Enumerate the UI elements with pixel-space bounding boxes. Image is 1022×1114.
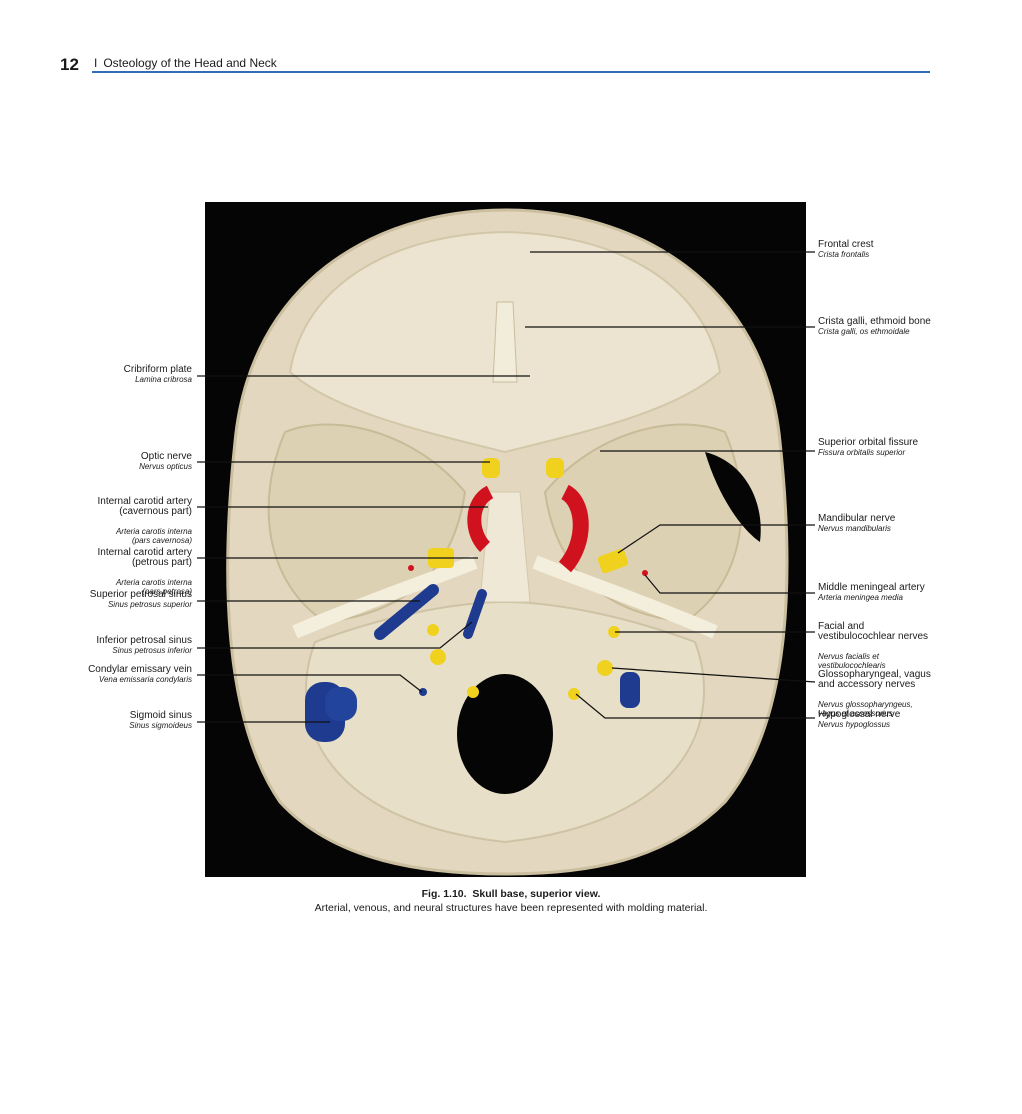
skull-illustration [226, 208, 789, 876]
leader-glosso [611, 667, 816, 683]
page-number: 12 [60, 55, 79, 74]
label-condylar-emissary-vein: Condylar emissary vein Vena emissaria co… [88, 664, 192, 685]
label-facial-vestibulocochlear: Facial and vestibulocochlear nerves Nerv… [818, 621, 929, 671]
carotid-left [467, 485, 494, 552]
chapter-separator: I [94, 56, 98, 70]
sigmoid-sinus-b [325, 687, 357, 721]
optic-nerve-right [546, 458, 564, 478]
label-middle-meningeal-artery: Middle meningeal artery Arteria meningea… [818, 582, 925, 603]
foramen-magnum [457, 674, 553, 794]
leader-condylar [197, 674, 423, 693]
leader-inf-petrosal [197, 621, 473, 649]
inferior-petrosal-sinus [463, 589, 487, 639]
orbital-gap-right [705, 452, 761, 542]
figure-id: Fig. 1.10. [421, 888, 467, 900]
skull-base-photo [205, 202, 806, 877]
label-crista-galli: Crista galli, ethmoid bone Crista galli,… [818, 316, 931, 337]
crista-galli [492, 301, 518, 383]
superior-petrosal-sinus [374, 584, 439, 640]
meningeal-artery-dot-left [408, 565, 414, 571]
chapter-title: Osteology of the Head and Neck [103, 56, 277, 70]
leader-meningeal [644, 574, 815, 594]
figure-caption: Fig. 1.10. Skull base, superior view. Ar… [205, 887, 817, 915]
condylar-vein-dot [419, 688, 427, 696]
label-cribriform-plate: Cribriform plate Lamina cribrosa [123, 364, 192, 385]
clivus [479, 491, 531, 603]
label-inferior-petrosal-sinus: Inferior petrosal sinus Sinus petrosus i… [96, 635, 192, 656]
glosso-nerve-dot [597, 660, 613, 676]
label-hypoglossal-nerve: Hypoglossal nerve Nervus hypoglossus [818, 709, 901, 730]
caption-text: Arterial, venous, and neural structures … [314, 902, 708, 914]
small-nerve-dot [427, 624, 439, 636]
header-rule [92, 71, 930, 73]
facial-nerve-dot [608, 626, 620, 638]
page-header: 12 I Osteology of the Head and Neck [60, 55, 932, 75]
leader-hypoglossal [575, 693, 815, 719]
label-sigmoid-sinus: Sigmoid sinus Sinus sigmoideus [129, 710, 192, 731]
label-carotid-cavernous: Internal carotid artery (cavernous part)… [97, 496, 193, 546]
leader-mandibular [617, 524, 815, 554]
petrous-ridge-left [292, 555, 478, 639]
hypoglossal-dot-left [467, 686, 479, 698]
meningeal-artery-dot [642, 570, 648, 576]
label-superior-petrosal-sinus: Superior petrosal sinus Sinus petrosus s… [89, 589, 192, 610]
label-glossopharyngeal: Glossopharyngeal, vagus and accessory ne… [818, 669, 931, 719]
label-frontal-crest: Frontal crest Crista frontalis [818, 239, 874, 260]
label-optic-nerve: Optic nerve Nervus opticus [139, 451, 192, 472]
jugular-vein-right [620, 672, 640, 708]
label-carotid-petrous: Internal carotid artery (petrous part) A… [97, 547, 193, 597]
caption-title: Fig. 1.10. Skull base, superior view. [205, 887, 817, 901]
carotid-right [558, 484, 589, 573]
optic-nerve-left [482, 458, 500, 478]
label-mandibular-nerve: Mandibular nerve Nervus mandibularis [818, 513, 896, 534]
label-superior-orbital-fissure: Superior orbital fissure Fissura orbital… [818, 437, 919, 458]
running-head: I Osteology of the Head and Neck [94, 56, 277, 70]
petrous-ridge-right [532, 555, 718, 639]
figure-title: Skull base, superior view. [472, 888, 601, 900]
mandibular-nerve-right [597, 548, 629, 574]
inferior-nerve-dot [430, 649, 446, 665]
hypoglossal-dot [568, 688, 580, 700]
